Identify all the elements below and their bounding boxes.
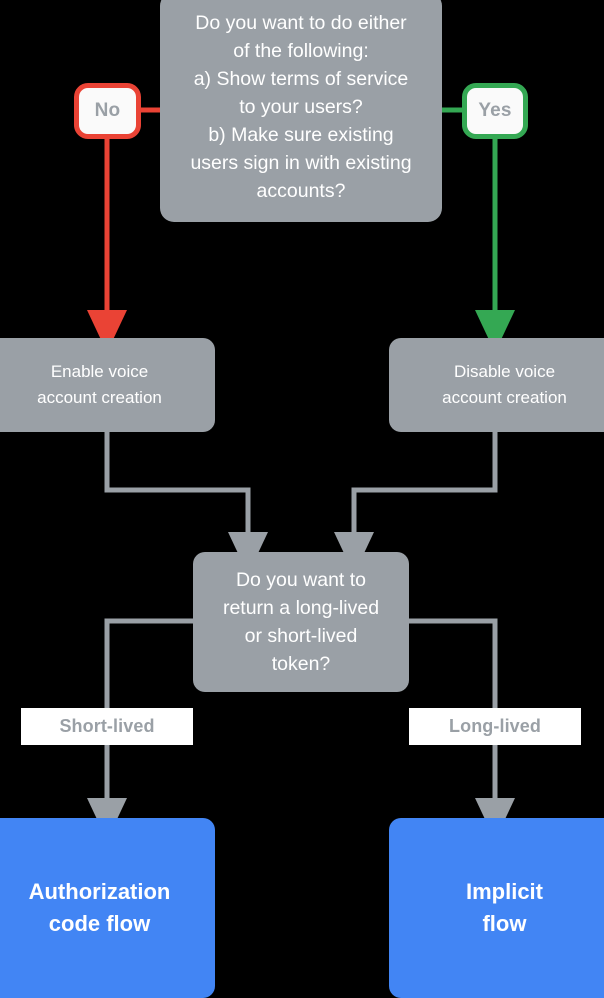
decision-node-terms-of-service-text: Do you want to do either of the followin… — [176, 9, 425, 205]
decision1-line-6: users sign in with existing — [190, 152, 412, 174]
implicit-flow-line-2: flow — [482, 911, 527, 936]
decision1-line-1: Do you want to do either — [195, 12, 407, 34]
authorization-code-flow-line-1: Authorization — [28, 879, 171, 904]
decision1-line-4: to your users? — [239, 96, 363, 118]
terminal-node-implicit-flow-text: Implicit flow — [456, 876, 553, 940]
decision2-line-1: Do you want to — [235, 569, 367, 591]
disable-voice-line-1: Disable voice — [453, 362, 556, 381]
process-node-enable-voice-account-creation[interactable]: Enable voice account creation — [0, 338, 215, 432]
process-node-enable-voice-text: Enable voice account creation — [25, 359, 174, 411]
decision2-line-3: or short-lived — [244, 625, 358, 647]
process-node-disable-voice-account-creation[interactable]: Disable voice account creation — [389, 338, 604, 432]
badge-no[interactable]: No — [74, 83, 141, 139]
badge-yes-label: Yes — [478, 100, 512, 121]
disable-voice-line-2: account creation — [442, 388, 567, 407]
edge-enable-voice-to-decision2 — [104, 432, 268, 575]
decision2-line-4: token? — [271, 653, 331, 675]
terminal-node-authorization-code-flow-text: Authorization code flow — [19, 876, 181, 940]
edge-label-short-lived: Short-lived — [21, 708, 193, 745]
authorization-code-flow-line-2: code flow — [48, 911, 151, 936]
terminal-node-implicit-flow[interactable]: Implicit flow — [389, 818, 604, 998]
terminal-node-authorization-code-flow[interactable]: Authorization code flow — [0, 818, 215, 998]
decision1-line-5: b) Make sure existing — [208, 124, 394, 146]
badge-yes[interactable]: Yes — [462, 83, 528, 139]
process-node-disable-voice-text: Disable voice account creation — [430, 359, 579, 411]
implicit-flow-line-1: Implicit — [465, 879, 543, 904]
decision2-line-2: return a long-lived — [222, 597, 380, 619]
enable-voice-line-1: Enable voice — [50, 362, 149, 381]
decision-node-token-lifetime-text: Do you want to return a long-lived or sh… — [209, 566, 393, 678]
decision-node-terms-of-service[interactable]: Do you want to do either of the followin… — [160, 0, 442, 222]
decision1-line-2: of the following: — [233, 40, 369, 62]
edge-disable-voice-to-decision2 — [334, 432, 498, 575]
enable-voice-line-2: account creation — [37, 388, 162, 407]
edge-label-long-lived-text: Long-lived — [449, 716, 541, 736]
decision1-line-7: accounts? — [256, 180, 346, 202]
badge-no-label: No — [94, 100, 121, 121]
edge-label-short-lived-text: Short-lived — [59, 716, 155, 736]
edge-label-long-lived: Long-lived — [409, 708, 581, 745]
decision-node-token-lifetime[interactable]: Do you want to return a long-lived or sh… — [193, 552, 409, 692]
decision1-line-3: a) Show terms of service — [193, 68, 409, 90]
